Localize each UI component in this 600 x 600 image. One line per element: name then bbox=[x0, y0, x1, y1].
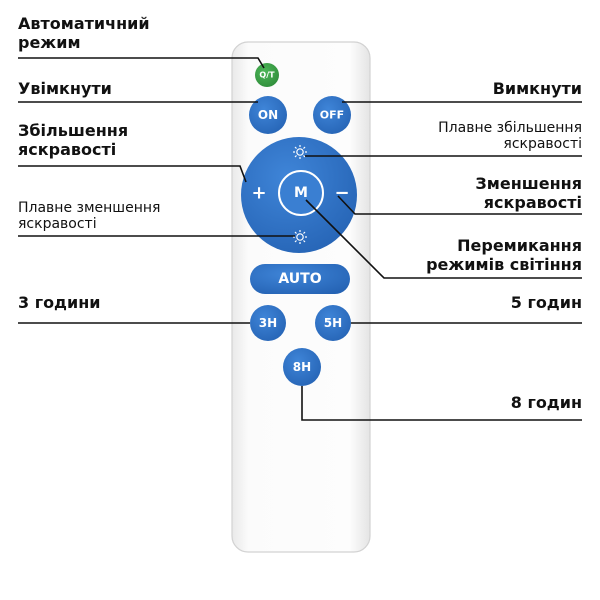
qt-button[interactable]: Q/T bbox=[255, 63, 279, 87]
label-smooth-down: Плавне зменшення яскравості bbox=[18, 200, 161, 232]
smooth-down-sun-icon[interactable] bbox=[293, 230, 307, 244]
leader-mode-switch bbox=[305, 199, 582, 279]
timer-8h-button[interactable]: 8H bbox=[283, 348, 321, 386]
brightness-pad[interactable] bbox=[241, 137, 357, 253]
label-auto-mode: Автоматичний режим bbox=[18, 14, 150, 52]
svg-text:5H: 5H bbox=[324, 316, 342, 330]
label-mode-switch: Перемикання режимів світіння bbox=[426, 236, 582, 274]
label-3h: 3 години bbox=[18, 293, 101, 312]
label-turn-off: Вимкнути bbox=[492, 79, 582, 98]
label-8h: 8 годин bbox=[510, 393, 582, 412]
svg-text:3H: 3H bbox=[259, 316, 277, 330]
timer-3h-button[interactable]: 3H bbox=[250, 305, 286, 341]
leader-bright-down bbox=[337, 195, 582, 215]
label-turn-on: Увімкнути bbox=[18, 79, 112, 98]
plus-button[interactable]: + bbox=[251, 183, 266, 204]
smooth-up-sun-icon[interactable] bbox=[293, 145, 307, 159]
on-button[interactable]: ON bbox=[249, 96, 287, 134]
leader-bright-up bbox=[18, 165, 247, 183]
mode-button[interactable]: M bbox=[294, 185, 308, 201]
label-bright-down: Зменшення яскравості bbox=[475, 174, 582, 212]
svg-text:OFF: OFF bbox=[320, 109, 344, 122]
minus-button[interactable]: − bbox=[334, 183, 349, 204]
svg-text:AUTO: AUTO bbox=[278, 271, 321, 287]
label-5h: 5 годин bbox=[510, 293, 582, 312]
leader-lines bbox=[18, 57, 582, 421]
timer-5h-button[interactable]: 5H bbox=[315, 305, 351, 341]
label-smooth-up: Плавне збільшення яскравості bbox=[438, 120, 582, 152]
off-button[interactable]: OFF bbox=[313, 96, 351, 134]
label-bright-up: Збільшення яскравості bbox=[18, 121, 129, 159]
leader-auto-mode bbox=[18, 57, 265, 69]
svg-text:ON: ON bbox=[258, 108, 278, 122]
svg-text:Q/T: Q/T bbox=[259, 71, 275, 80]
svg-text:8H: 8H bbox=[293, 360, 311, 374]
leader-8h bbox=[301, 386, 582, 421]
auto-button[interactable]: AUTO bbox=[250, 264, 350, 294]
